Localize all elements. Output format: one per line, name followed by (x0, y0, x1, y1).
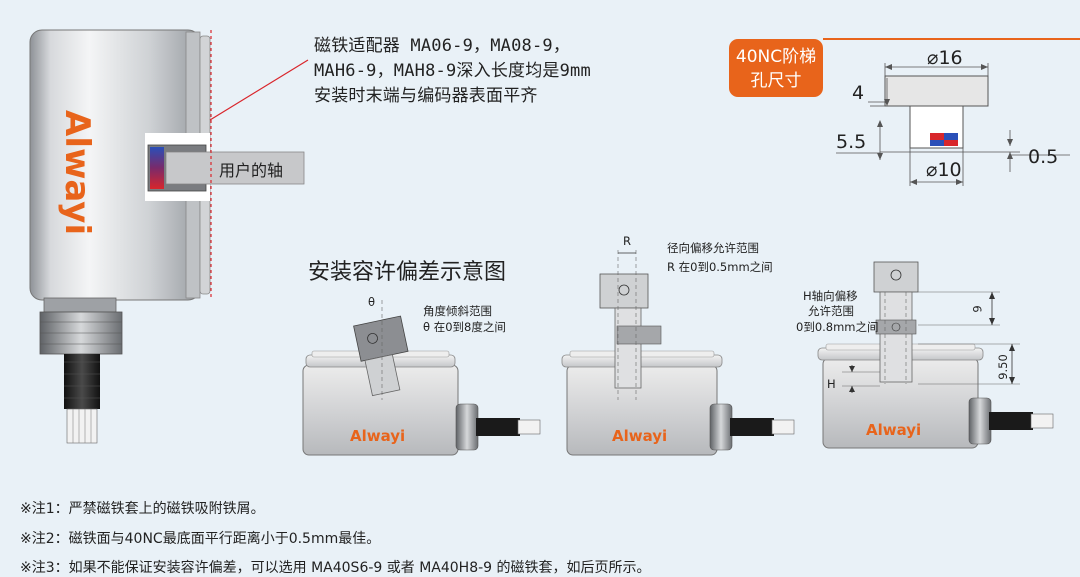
axial-range: 0到0.8mm之间 (796, 320, 879, 334)
axial-dim-9: 9 (970, 305, 985, 313)
magnet-adapter-note: 磁铁适配器 MA06-9，MA08-9， MAH6-9，MAH8-9深入长度均是… (314, 34, 591, 109)
axial-title-line1: H轴向偏移 (803, 289, 858, 303)
note-line-3: 安装时末端与编码器表面平齐 (314, 86, 538, 106)
brand-text: Alwayi (350, 427, 405, 445)
brand-text: Alwayi (866, 421, 921, 439)
shaft-label: 用户的轴 (219, 161, 284, 180)
axial-title-line2: 允许范围 (808, 304, 854, 318)
dim-bottom-diameter: ⌀10 (926, 159, 962, 181)
note-line-1: 磁铁适配器 MA06-9，MA08-9， (314, 36, 571, 56)
section-title: 安装容许偏差示意图 (308, 260, 507, 285)
footnote-3: ※注3：如果不能保证安装容许偏差，可以选用 MA40S6-9 或者 MA40H8… (20, 560, 651, 576)
note-line-2: MAH6-9，MAH8-9深入长度均是9mm (314, 61, 591, 81)
offset-shaft (599, 273, 649, 309)
footnote-2: ※注2：磁铁面与40NC最底面平行距离小于0.5mm最佳。 (20, 531, 381, 547)
step-top-section (884, 75, 989, 107)
footnote-1: ※注1：严禁磁铁套上的磁铁吸附铁屑。 (20, 501, 265, 517)
accent-rule (823, 38, 1080, 40)
tilt-diagram: Alwayi (302, 300, 541, 456)
radial-diagram: Alwayi (561, 250, 795, 456)
encoder-brand-text: Alwayi (57, 110, 97, 235)
axial-diagram: Alwayi (817, 261, 1054, 449)
axial-shaft (873, 261, 919, 293)
encoder-side-view: Alwayi (29, 29, 309, 444)
dim-depth: 5.5 (836, 131, 867, 153)
wire-ends (66, 408, 98, 444)
dim-gap: 0.5 (1028, 146, 1059, 168)
badge-line-2: 孔尺寸 (750, 71, 802, 91)
radial-symbol: R (623, 234, 631, 248)
leader-line (209, 59, 309, 121)
brand-text: Alwayi (612, 427, 667, 445)
tilt-range: θ 在0到8度之间 (423, 320, 506, 334)
magnet-sleeve (150, 147, 164, 189)
tilt-title: 角度倾斜范围 (423, 304, 492, 318)
user-shaft (165, 151, 305, 185)
tilt-symbol: θ (368, 295, 376, 309)
radial-range: R 在0到0.5mm之间 (667, 260, 773, 274)
step-hole-badge: 40NC阶梯 孔尺寸 (729, 39, 823, 97)
step-hole-dimension-drawing (836, 63, 1070, 186)
cable (64, 354, 100, 409)
badge-line-1: 40NC阶梯 (735, 47, 817, 67)
axial-symbol: H (827, 377, 836, 391)
dim-step-height: 4 (852, 82, 865, 104)
radial-title: 径向偏移允许范围 (667, 241, 759, 255)
dim-top-diameter: ⌀16 (927, 47, 963, 69)
axial-dim-950: 9.50 (995, 354, 1010, 380)
